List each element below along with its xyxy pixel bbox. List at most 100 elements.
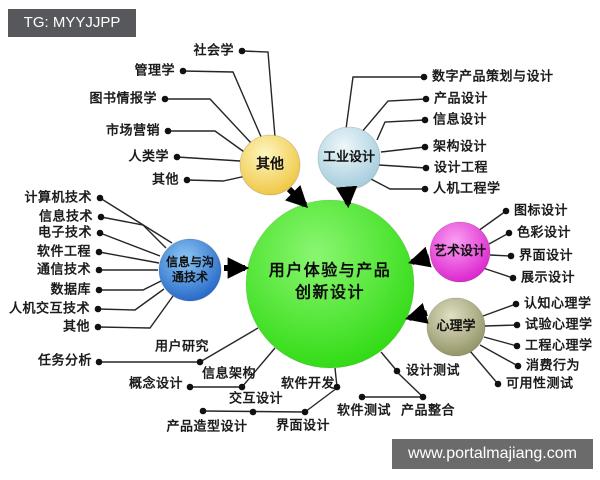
connector-line xyxy=(199,327,259,363)
connector-line xyxy=(380,146,426,153)
tag-watermark: TG: MYYJJPP xyxy=(8,9,136,37)
connector-dot xyxy=(183,176,191,184)
hub-other-label: 其他 xyxy=(256,157,284,174)
hub-label-line: 心理学 xyxy=(436,319,476,335)
connector-dot xyxy=(507,252,515,260)
connector-line xyxy=(176,156,241,162)
leaf-label: 软件测试 xyxy=(336,403,392,419)
connector-line xyxy=(484,324,518,327)
arrow-connector xyxy=(407,246,432,268)
leaf-label: 人机交互技术 xyxy=(8,301,90,317)
connector-dot xyxy=(419,393,427,401)
leaf-label: 管理学 xyxy=(134,63,175,79)
leaf-label: 交互设计 xyxy=(228,391,284,407)
central-topic-line2: 创新设计 xyxy=(294,283,366,302)
connector-dot xyxy=(179,67,187,75)
connector-dot xyxy=(505,229,513,237)
connector-line xyxy=(360,98,427,134)
leaf-label: 认知心理学 xyxy=(524,296,592,312)
connector-dot xyxy=(358,393,366,401)
connector-dot xyxy=(173,153,181,161)
connector-line xyxy=(182,70,263,140)
connector-dot xyxy=(513,342,521,350)
central-topic-label: 用户体验与产品 创新设计 xyxy=(269,260,392,305)
hub-label-line: 艺术设计 xyxy=(433,244,487,260)
arrow-connector xyxy=(404,302,429,324)
leaf-label: 展示设计 xyxy=(521,270,576,286)
hub-label-line: 工业设计 xyxy=(322,150,376,166)
connector-dot xyxy=(494,380,502,388)
leaf-label: 人机工程学 xyxy=(433,181,501,197)
leaf-label: 软件工程 xyxy=(36,244,91,260)
hub-label-line: 其他 xyxy=(256,156,284,173)
leaf-label: 市场营销 xyxy=(105,123,160,139)
leaf-label: 信息架构 xyxy=(201,366,257,382)
connector-dot xyxy=(238,47,246,55)
leaf-label: 人类学 xyxy=(128,149,169,165)
connector-line xyxy=(378,164,427,169)
hub-ict-circle xyxy=(158,238,222,302)
connector-line xyxy=(370,178,425,190)
connector-line xyxy=(304,387,338,413)
hub-psych-circle xyxy=(426,297,486,357)
arrow-connector xyxy=(335,185,358,209)
arrow-connector xyxy=(285,185,308,208)
connector-line xyxy=(483,336,518,347)
connector-line xyxy=(99,280,162,291)
connector-dot xyxy=(95,266,103,274)
connector-line xyxy=(168,130,248,155)
leaf-label: 通信技术 xyxy=(36,262,91,278)
leaf-label: 概念设计 xyxy=(128,376,183,392)
leaf-label: 界面设计 xyxy=(519,248,574,264)
connector-dot xyxy=(422,95,430,103)
hub-industrial-label: 工业设计 xyxy=(323,150,375,166)
connector-dot xyxy=(94,305,102,313)
connector-dot xyxy=(95,286,103,294)
connector-dot xyxy=(421,185,429,193)
connector-line xyxy=(99,197,173,244)
connector-line xyxy=(345,76,424,130)
leaf-label: 计算机技术 xyxy=(24,190,92,206)
central-topic-circle xyxy=(245,199,415,369)
hub-label-line: 信息与沟 xyxy=(165,255,215,269)
hub-label-line: 通技术 xyxy=(171,270,209,284)
leaf-label: 用户研究 xyxy=(154,339,210,355)
connector-dot xyxy=(514,362,522,370)
connector-dot xyxy=(420,73,428,81)
hub-ict-label: 信息与沟通技术 xyxy=(166,255,214,285)
connector-dot xyxy=(249,408,257,416)
leaf-label: 界面设计 xyxy=(275,418,331,434)
connector-dot xyxy=(333,383,341,391)
connector-line xyxy=(376,119,426,141)
leaf-label: 设计测试 xyxy=(406,363,461,379)
connector-dot xyxy=(97,213,105,221)
connector-dot xyxy=(238,383,246,391)
connector-dot xyxy=(421,116,429,124)
connector-dot xyxy=(421,143,429,151)
connector-line xyxy=(97,288,165,311)
leaf-label: 产品设计 xyxy=(434,91,489,107)
leaf-label: 试验心理学 xyxy=(525,317,593,333)
hub-other-circle xyxy=(239,134,301,196)
connector-dot xyxy=(502,207,510,215)
connector-line xyxy=(186,175,247,182)
hub-art-label: 艺术设计 xyxy=(434,244,486,260)
connector-line xyxy=(469,350,499,385)
connector-line xyxy=(482,267,514,279)
connector-dot xyxy=(422,164,430,172)
leaf-label: 电子技术 xyxy=(37,225,92,241)
leaf-label: 数字产品策划与设计 xyxy=(432,69,554,85)
leaf-label: 社会学 xyxy=(193,43,234,59)
leaf-label: 图标设计 xyxy=(514,203,569,219)
connector-dot xyxy=(393,367,401,375)
leaf-label: 信息技术 xyxy=(38,209,93,225)
connector-dot xyxy=(199,407,207,415)
connector-dot xyxy=(96,229,104,237)
connector-dot xyxy=(513,321,521,329)
connector-line xyxy=(488,232,510,245)
connector-dot xyxy=(196,358,204,366)
connector-dot xyxy=(96,194,104,202)
site-watermark: www.portalmajiang.com xyxy=(392,439,593,469)
leaf-label: 可用性测试 xyxy=(506,376,574,392)
